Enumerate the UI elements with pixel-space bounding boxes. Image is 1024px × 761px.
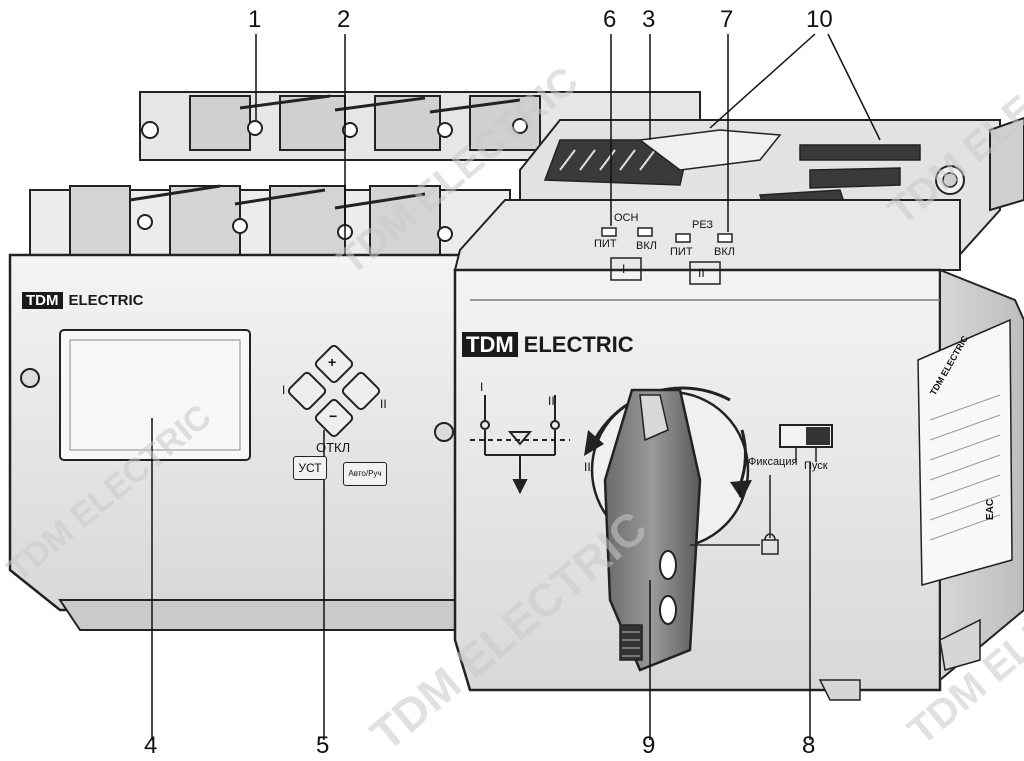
reserve-group-label: РЕЗ: [692, 219, 714, 231]
reserve-power-led: [675, 233, 691, 243]
callout-3: 3: [642, 6, 656, 33]
brand-name: ELECTRIC: [523, 332, 634, 357]
callout-1: 1: [248, 6, 262, 33]
brand-tdm: TDM: [22, 292, 63, 309]
brand-tdm: TDM: [462, 332, 518, 357]
rear-terminal-block: [139, 91, 701, 161]
plus-key-label: +: [328, 354, 337, 370]
brand-name: ELECTRIC: [68, 292, 144, 309]
reserve-on-label: ВКЛ: [714, 246, 735, 258]
diagram-pos-two: II: [548, 394, 555, 408]
main-on-label: ВКЛ: [636, 240, 657, 252]
middle-screw: [434, 422, 454, 442]
auto-manual-button[interactable]: Авто/Руч: [343, 462, 387, 486]
right-pos-label: II: [380, 397, 387, 411]
callout-10: 10: [806, 6, 833, 33]
operating-handle[interactable]: [603, 388, 702, 672]
callout-8: 8: [802, 732, 816, 759]
controller-module: [8, 253, 472, 631]
brand-logo-left: TDM ELECTRIC: [22, 292, 144, 309]
main-on-led: [637, 227, 653, 237]
reserve-power-label: ПИТ: [670, 246, 693, 258]
keypad: [287, 344, 381, 438]
main-power-led: [601, 227, 617, 237]
main-group-label: ОСН: [614, 212, 639, 224]
left-screw: [20, 368, 40, 388]
leader-lines: [151, 33, 881, 740]
callout-4: 4: [144, 732, 158, 759]
callout-6: 6: [603, 6, 617, 33]
nameplate: [917, 318, 1013, 586]
lcd-display: [59, 329, 251, 461]
indicator-leds: [601, 227, 733, 285]
nameplate-eac: EAC: [985, 498, 996, 520]
callout-9: 9: [642, 732, 656, 759]
padlock-icon: [761, 539, 779, 555]
left-key[interactable]: [287, 371, 327, 411]
start-label: Пуск: [804, 460, 828, 472]
callout-2: 2: [337, 6, 351, 33]
reserve-pos-label: II: [698, 266, 705, 280]
off-label: ОТКЛ: [316, 440, 351, 455]
callout-5: 5: [316, 732, 330, 759]
minus-key-label: −: [329, 408, 338, 424]
mode-slider[interactable]: [690, 424, 833, 555]
callout-7: 7: [720, 6, 734, 33]
circuit-symbol: [470, 395, 570, 495]
dial-pos-two: II: [584, 460, 591, 474]
main-power-label: ПИТ: [594, 238, 617, 250]
set-button[interactable]: УСТ: [293, 456, 327, 480]
left-pos-label: I: [282, 383, 286, 397]
right-key[interactable]: [341, 371, 381, 411]
dial-pos-one: I: [738, 486, 742, 500]
minus-key[interactable]: [314, 398, 354, 438]
reserve-on-led: [717, 233, 733, 243]
diagram-pos-one: I: [480, 380, 484, 394]
main-pos-label: I: [622, 262, 626, 276]
fix-label: Фиксация: [748, 456, 798, 468]
plus-key[interactable]: [314, 344, 354, 384]
